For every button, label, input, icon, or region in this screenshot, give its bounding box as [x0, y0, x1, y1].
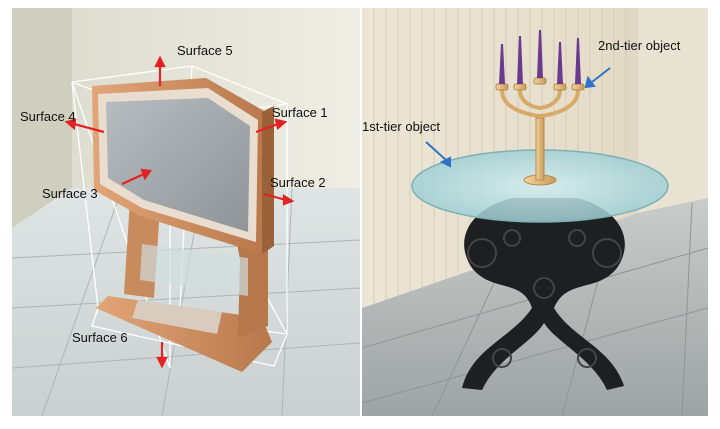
- side-wall: [12, 8, 72, 228]
- candles: [499, 30, 581, 84]
- label-2nd-tier-object: 2nd-tier object: [598, 38, 681, 53]
- frame-side: [262, 106, 274, 254]
- wall-corner: [638, 8, 708, 213]
- label-surface-2: Surface 2: [270, 175, 326, 190]
- arrow-surface-1-head: [274, 118, 288, 130]
- iron-scrollwork: [467, 229, 622, 368]
- arrow-surface-6-head: [156, 356, 168, 369]
- arrow-surface-3-head: [140, 168, 152, 181]
- tv-screen: [106, 98, 250, 232]
- arrow-surface-2: [263, 192, 287, 202]
- floor-tile-lines: [362, 202, 708, 416]
- candle: [499, 44, 505, 84]
- table-illustration: [362, 8, 708, 416]
- candle: [537, 30, 543, 78]
- surface-normal-arrows: [64, 55, 295, 369]
- candelabra: [495, 77, 585, 186]
- arrow-2nd-tier-head: [584, 75, 596, 89]
- table-panel: 2nd-tier object 1st-tier object: [362, 8, 708, 416]
- label-surface-3: Surface 3: [42, 186, 98, 201]
- candle: [557, 42, 563, 84]
- arrow-surface-4: [73, 122, 105, 134]
- glass-shelf: [140, 244, 248, 296]
- stand-leg-right: [234, 226, 268, 338]
- label-surface-1: Surface 1: [272, 105, 328, 120]
- arrow-1st-tier-head: [439, 156, 451, 168]
- wrought-iron-base: [462, 198, 625, 390]
- tv-stand-illustration: [12, 8, 360, 416]
- glass-tabletop: [412, 150, 668, 222]
- tier-arrows: [425, 67, 611, 168]
- base-opening: [132, 300, 222, 334]
- arrow-surface-1: [255, 122, 279, 134]
- arrow-surface-4-head: [64, 118, 77, 131]
- arrow-1st-tier: [425, 141, 447, 161]
- arrow-surface-2-head: [282, 194, 295, 206]
- label-surface-5: Surface 5: [177, 43, 233, 58]
- tv-stand-panel: Surface 5 Surface 4 Surface 1 Surface 3 …: [12, 8, 360, 416]
- arrow-surface-5-head: [154, 55, 166, 68]
- arrow-surface-3: [121, 172, 145, 186]
- candle: [517, 36, 523, 84]
- label-surface-6: Surface 6: [72, 330, 128, 345]
- candle: [575, 38, 581, 84]
- label-surface-4: Surface 4: [20, 109, 76, 124]
- arrow-2nd-tier: [591, 67, 611, 83]
- label-1st-tier-object: 1st-tier object: [362, 119, 441, 134]
